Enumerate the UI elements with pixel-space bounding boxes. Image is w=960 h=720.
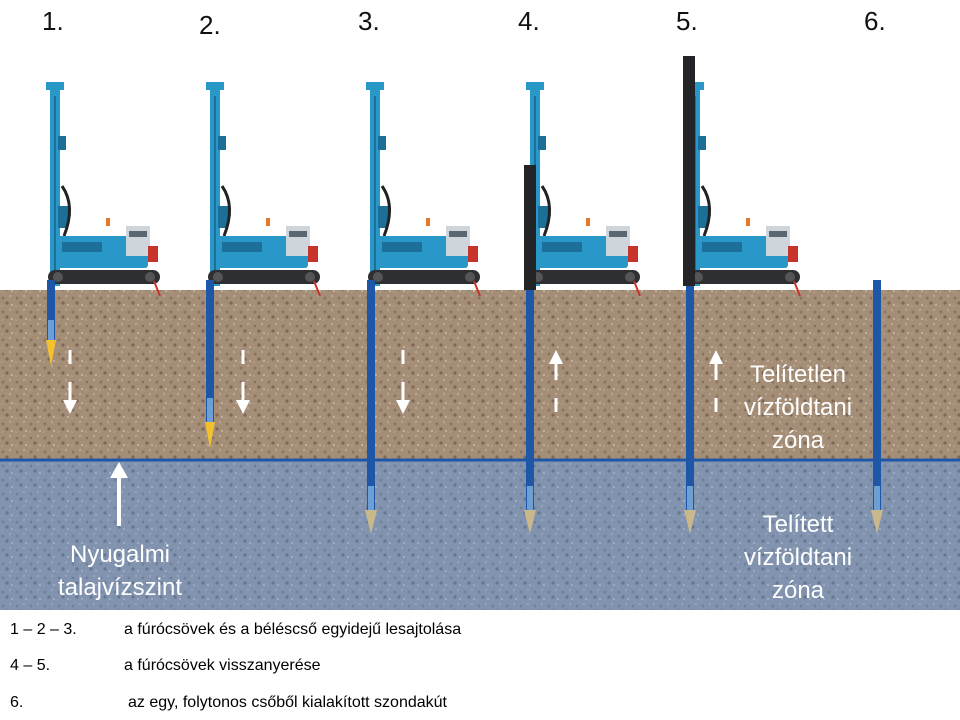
saturated-zone-label: Telített vízföldtani zóna: [743, 511, 853, 604]
legend-code: 4 – 5.: [10, 657, 51, 674]
step-1-drill-string: [46, 280, 56, 366]
drill-rig: [204, 80, 322, 298]
step-number: 4.: [518, 6, 540, 36]
step-3-casing: [365, 280, 377, 534]
legend-row: 4 – 5. a fúrócsövek visszanyerése: [10, 657, 321, 675]
legend-text: az egy, folytonos csőből kialakított szo…: [128, 694, 447, 711]
drill-rig: [364, 80, 482, 298]
water-table-arrow-icon: [110, 462, 128, 526]
down-arrow-icon: [396, 350, 410, 414]
step-number: 2.: [199, 10, 221, 40]
legend-text: a fúrócsövek visszanyerése: [124, 657, 321, 674]
drill-rig: [524, 80, 642, 298]
legend-row: 1 – 2 – 3. a fúrócsövek és a béléscső egy…: [10, 621, 461, 639]
step-6-monitoring-well: [871, 280, 883, 534]
unsaturated-zone-label: Telítetlen vízföldtani zóna: [743, 361, 853, 454]
up-arrow-icon: [549, 350, 563, 412]
legend-code: 1 – 2 – 3.: [10, 621, 77, 638]
down-arrow-icon: [236, 350, 250, 414]
legend-text: a fúrócsövek és a béléscső egyidejű lesa…: [124, 621, 462, 638]
step-number: 6.: [864, 6, 886, 36]
unsaturated-soil-layer: [0, 290, 960, 460]
step-4-casing: [524, 165, 536, 534]
up-arrow-icon: [709, 350, 723, 412]
drill-rig: [684, 80, 802, 298]
legend-row: 6. az egy, folytonos csőből kialakított s…: [10, 694, 447, 712]
legend-code: 6.: [10, 694, 24, 711]
step-number: 1.: [42, 6, 64, 36]
water-table-label: Nyugalmi talajvízszint: [57, 541, 183, 601]
saturated-soil-layer: [0, 460, 960, 610]
step-5-casing: [683, 56, 696, 534]
step-2-drill-string: [205, 280, 215, 448]
drill-rig: [44, 80, 162, 298]
step-number: 5.: [676, 6, 698, 36]
step-number: 3.: [358, 6, 380, 36]
down-arrow-icon: [63, 350, 77, 414]
